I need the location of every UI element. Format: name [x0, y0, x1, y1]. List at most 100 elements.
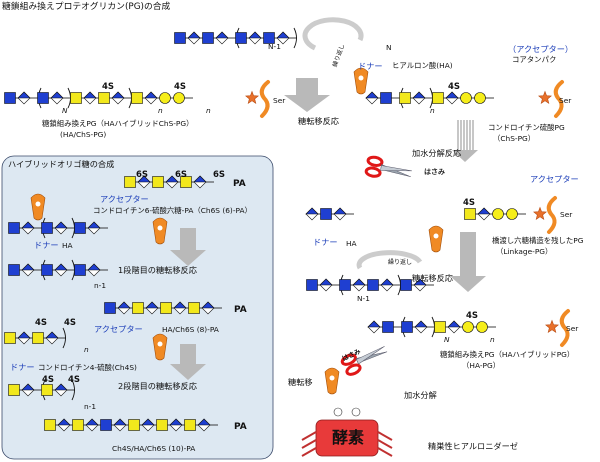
core-protein-label: コアタンパク — [512, 55, 557, 64]
enzyme-body — [315, 419, 379, 457]
glcnac-square — [4, 92, 16, 104]
glca-diamond-top — [137, 175, 151, 183]
sulfate-4s-a: 4S — [102, 82, 115, 92]
panel-acceptor-1: アクセプター — [100, 194, 149, 204]
glca-diamond-top — [87, 263, 101, 271]
galnac-square — [32, 332, 44, 344]
linkage-arrow — [450, 232, 486, 292]
glcnac-square — [320, 208, 332, 220]
enzyme-eye — [333, 407, 343, 417]
hybrid-n-a: n — [158, 106, 163, 115]
enzyme-pin-eye — [358, 75, 364, 81]
enzyme-leg — [377, 439, 393, 449]
glcnac-square — [202, 32, 214, 44]
enzyme-pin-body — [353, 67, 369, 95]
glcnac-square — [41, 222, 53, 234]
glca-diamond-top — [276, 31, 290, 39]
hyaluronic-label: ヒアルロン酸(HA) — [392, 61, 453, 70]
enzyme-pin-bottom — [324, 367, 340, 395]
panel-acceptor-2: アクセプター — [94, 324, 143, 334]
enzyme-pin-eye — [157, 225, 163, 231]
galnac-square — [128, 419, 140, 431]
galnac-square — [160, 302, 172, 314]
xylose-circle — [173, 92, 185, 104]
glca-diamond-top — [117, 301, 131, 309]
scissors-handle — [345, 363, 362, 376]
glca-diamond-top — [447, 320, 461, 328]
transfer-arrow-top — [284, 78, 330, 112]
chs-n: n — [430, 106, 435, 115]
galnac-square — [152, 176, 164, 188]
galnac-square — [432, 92, 444, 104]
glca-diamond-top — [111, 91, 125, 99]
chs-4s: 4S — [448, 82, 461, 92]
glca-diamond-top — [57, 418, 71, 426]
serine-star — [245, 90, 259, 104]
galnac-square — [464, 208, 476, 220]
galnac-square — [44, 419, 56, 431]
glcnac-square — [74, 264, 86, 276]
glca-diamond-top — [413, 278, 427, 286]
enzyme-badge-text: 酵素 — [332, 428, 365, 447]
linkage-repeat: 繰り返し — [388, 259, 413, 266]
glcnac-square — [37, 92, 49, 104]
enzyme-eye — [351, 407, 361, 417]
glca-diamond-top — [412, 91, 426, 99]
enzyme-leg — [301, 447, 317, 457]
panel-ch4s-ha-ch6s10: Ch4S/HA/Ch6S (10)-PA — [112, 444, 196, 453]
scissors-icon — [364, 155, 412, 178]
core-protein — [559, 309, 570, 347]
glca-diamond-top — [305, 207, 319, 215]
hybrid-N: N — [62, 106, 68, 115]
glca-diamond-top — [169, 418, 183, 426]
scissors-blade — [356, 346, 385, 365]
linkage-acceptor: アクセプター — [530, 174, 579, 184]
panel-ha-1: HA — [62, 241, 73, 250]
transfer-reaction-label: 糖転移反応 — [298, 116, 339, 126]
panel-chs6-hexa: コンドロイチン6-硫酸六糖-PA（Ch6S (6)-PA） — [93, 206, 252, 215]
panel-n-minus-1-a: n-1 — [94, 281, 107, 290]
glcnac-square — [380, 92, 392, 104]
panel-pa-1: PA — [233, 179, 246, 189]
glcnac-square — [263, 32, 275, 44]
glca-diamond-top — [54, 263, 68, 271]
panel-ch4s: コンドロイチン4-硫酸(Ch4S) — [38, 363, 137, 372]
glca-diamond-top — [319, 278, 333, 286]
glca-diamond-top — [21, 263, 35, 271]
glcnac-square — [306, 279, 318, 291]
panel-n-1: n — [84, 345, 89, 354]
hydrolysis-reaction-label: 加水分解反応 — [412, 148, 462, 158]
top-n-minus-1: N-1 — [268, 42, 281, 51]
glca-diamond-top — [17, 331, 31, 339]
panel-pa-2: PA — [234, 305, 247, 315]
galnac-square — [184, 419, 196, 431]
glcnac-square — [8, 264, 20, 276]
panel-title: ハイブリッドオリゴ糖の合成 — [8, 159, 115, 169]
glca-diamond-top — [83, 91, 97, 99]
galnac-square — [131, 92, 143, 104]
xylose-circle — [159, 92, 171, 104]
hydrolysis-arrowhead — [452, 150, 478, 162]
chs-pg-name-2: （ChS-PG） — [493, 134, 536, 143]
galnac-square — [156, 419, 168, 431]
glca-diamond-top — [445, 91, 459, 99]
glca-diamond-top — [201, 301, 215, 309]
glca-diamond-top — [197, 418, 211, 426]
chs-ser: Ser — [559, 96, 572, 105]
glca-diamond-top — [50, 91, 64, 99]
enzyme-pin-panel-scissor — [30, 193, 46, 221]
enzyme-pin-eye — [35, 201, 41, 207]
enzyme-pin-panel-2 — [152, 333, 168, 361]
hapg-n: n — [490, 335, 495, 344]
glcnac-square — [174, 32, 186, 44]
panel-4s-b: 4S — [64, 318, 77, 328]
xylose-circle — [506, 208, 518, 220]
glcnac-square — [104, 302, 116, 314]
enzyme-leg — [377, 431, 393, 441]
galnac-square — [41, 384, 53, 396]
core-protein — [553, 80, 564, 118]
scissors-blade — [380, 165, 412, 172]
panel-6s-a: 6S — [136, 170, 149, 180]
